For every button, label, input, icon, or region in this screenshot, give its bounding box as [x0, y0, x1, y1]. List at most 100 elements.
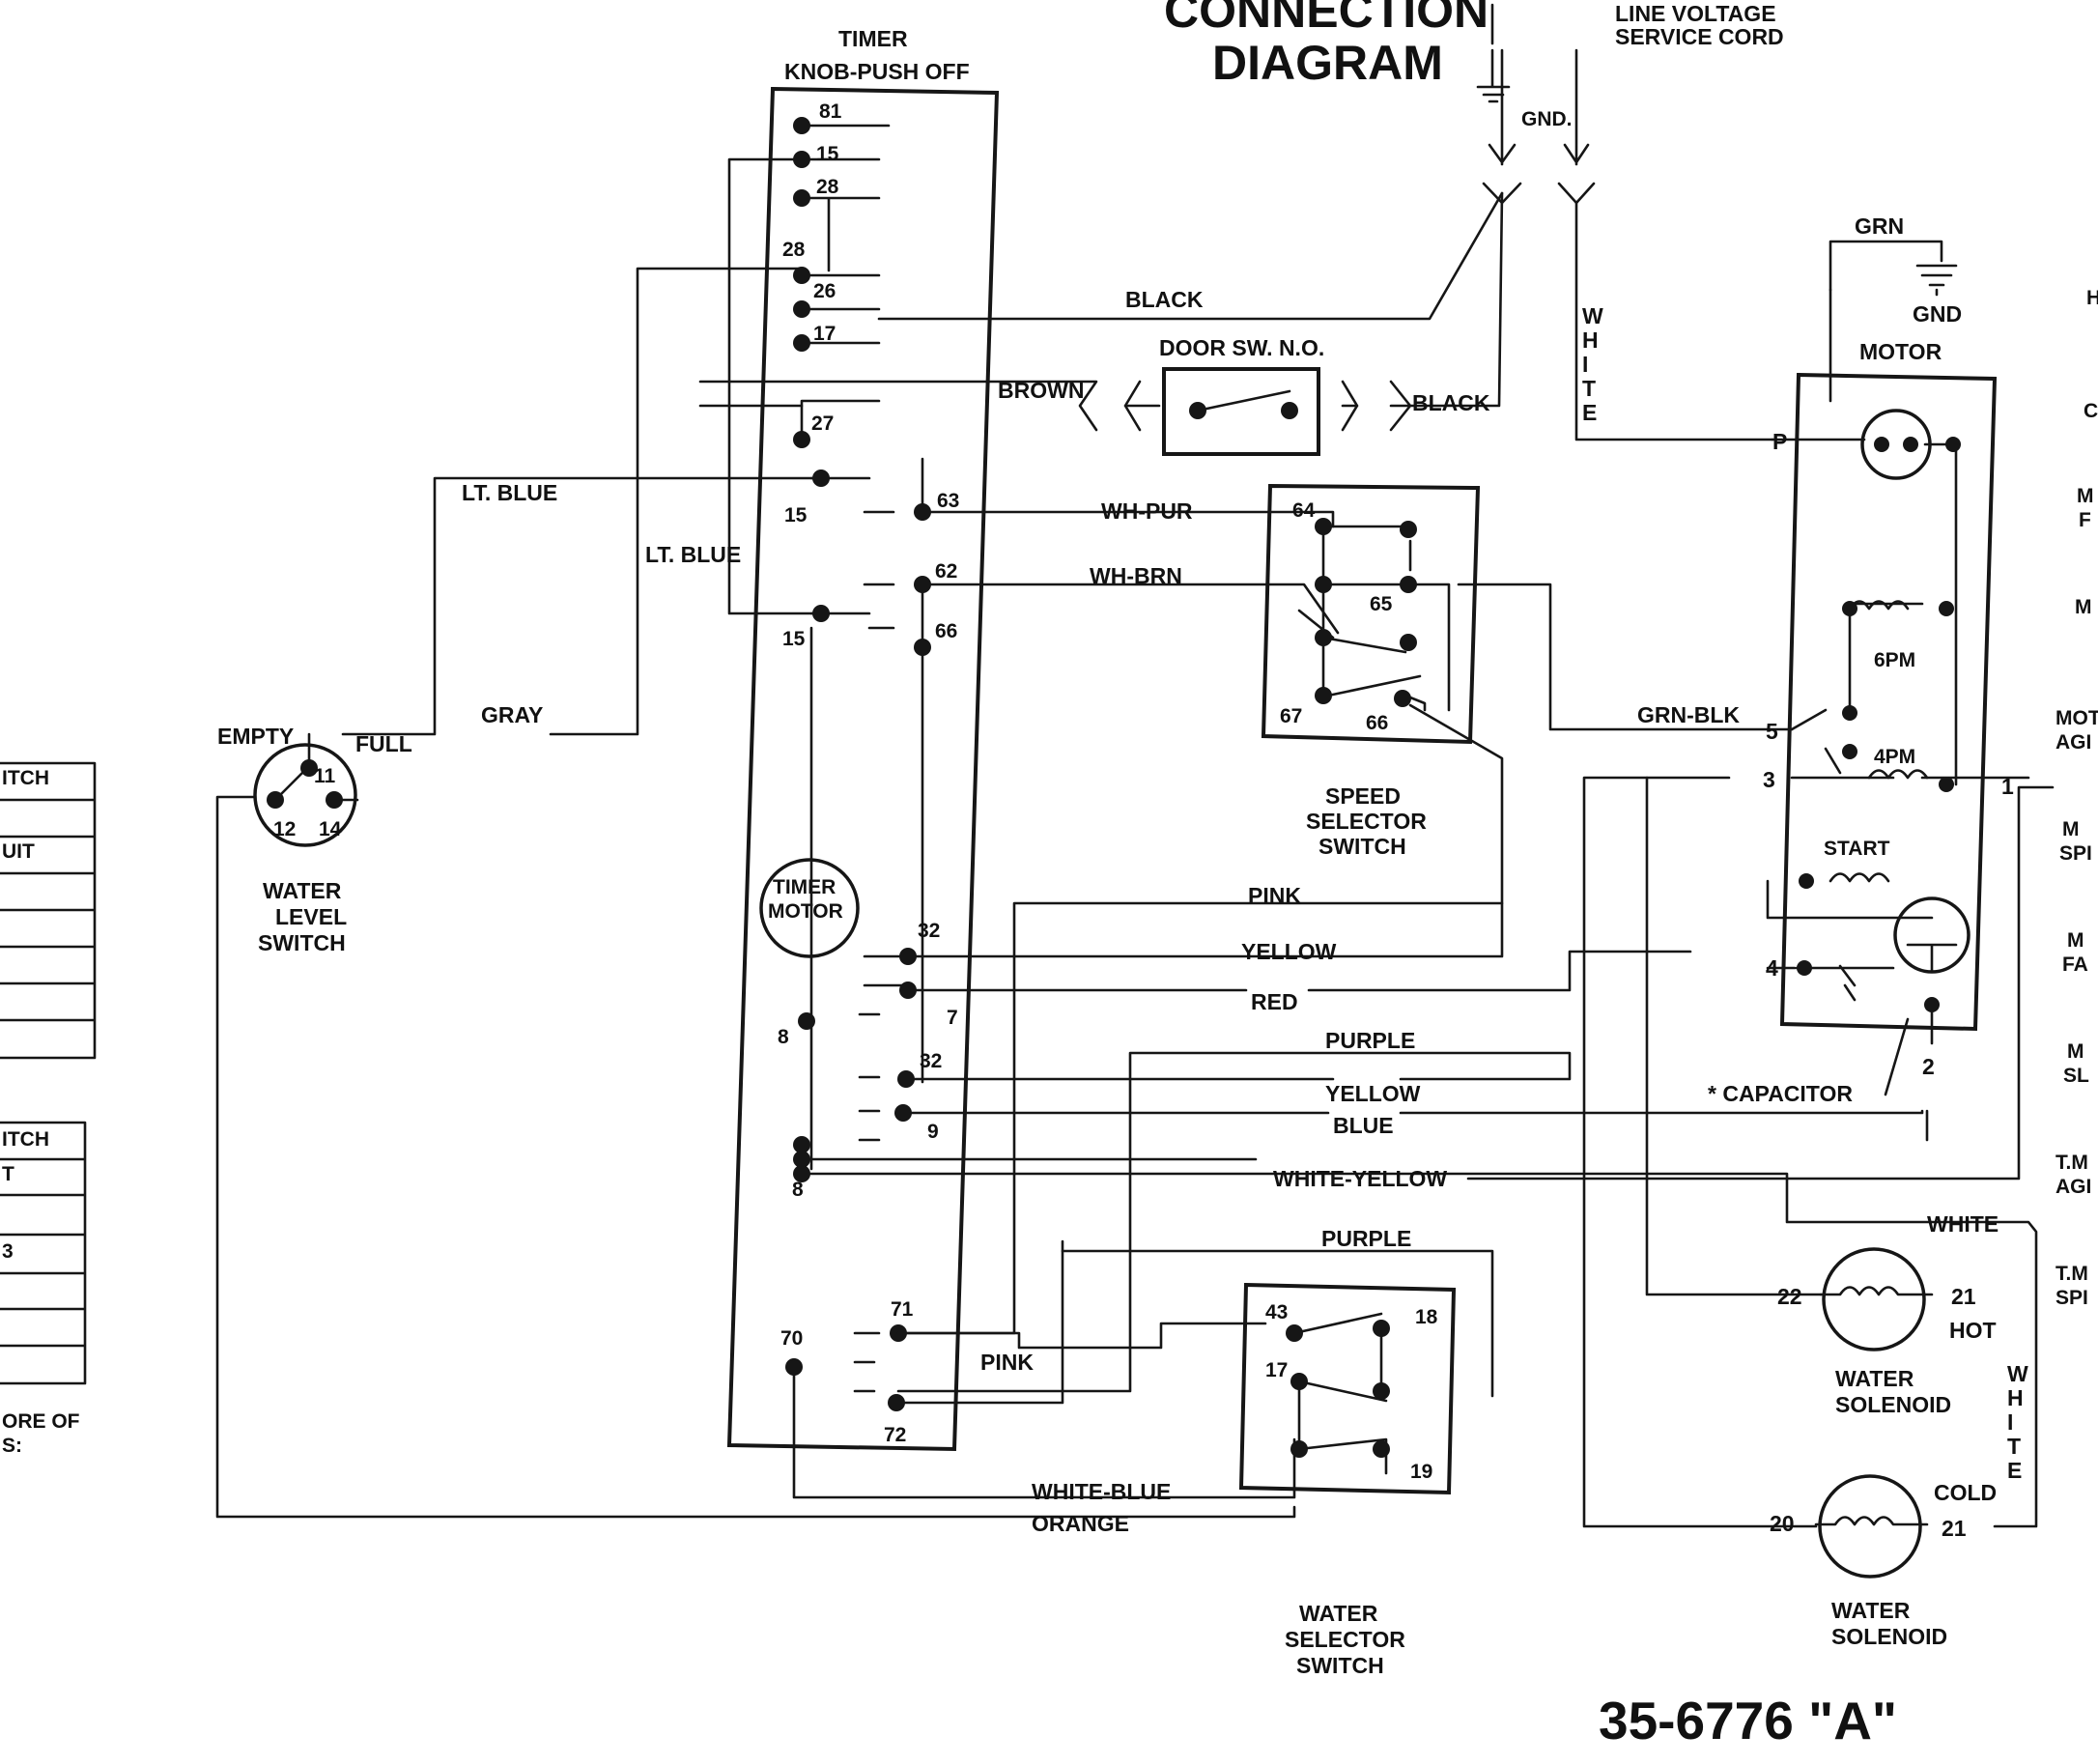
diagram-label: M	[2075, 596, 2092, 618]
diagram-label: E	[2007, 1458, 2022, 1483]
diagram-label: LEVEL	[275, 904, 347, 929]
wire-white-blue	[792, 1365, 1296, 1499]
terminal-dot	[1842, 705, 1857, 721]
diagram-label: ORE OF	[2, 1410, 80, 1433]
title-line2: DIAGRAM	[1212, 36, 1443, 90]
terminal-dot	[1373, 1382, 1390, 1400]
diagram-label: 72	[884, 1424, 906, 1446]
diagram-label: 6PM	[1874, 649, 1915, 671]
diagram-label: BLUE	[1333, 1113, 1394, 1138]
diagram-label: 12	[273, 818, 296, 840]
diagram-label: UIT	[2, 840, 35, 863]
diagram-label: W	[2007, 1361, 2028, 1386]
diagram-label: E	[1582, 400, 1597, 425]
terminal-dot	[1939, 777, 1954, 792]
diagram-label: H	[1582, 327, 1599, 353]
diagram-label: AGI	[2055, 1176, 2091, 1198]
speed-selector-switch: 64 65 67 66 SPEED SELECTOR SWITCH	[1261, 483, 1481, 859]
terminal-dot	[1400, 576, 1417, 593]
terminal-dot	[1797, 960, 1812, 976]
diagram-title: CONNECTION DIAGRAM	[1164, 0, 1488, 90]
timer-internal	[800, 124, 924, 1393]
terminal-dot	[793, 334, 810, 352]
diagram-label: 9	[927, 1121, 939, 1143]
diagram-label: PURPLE	[1321, 1226, 1411, 1251]
ground-label: GND.	[1521, 108, 1573, 130]
hot-water-solenoid: 22 21 HOT WATER SOLENOID	[1777, 1247, 1997, 1417]
wire-black	[877, 191, 1504, 321]
terminal-dot	[1822, 1247, 1926, 1351]
terminal-dot	[798, 1012, 815, 1030]
diagram-line	[1884, 1003, 1934, 1142]
motor: MOTOR 6PM 4PM START P 5 3 4 1 2 * CAPACI…	[1708, 288, 2030, 1142]
diagram-line	[1819, 1286, 1934, 1296]
diagram-label: SL	[2063, 1065, 2089, 1087]
diagram-label: WH-BRN	[1090, 563, 1182, 588]
wire-to-water-selector	[894, 1239, 1064, 1405]
diagram-label: 8	[778, 1026, 789, 1048]
diagram-label: 22	[1777, 1284, 1802, 1309]
diagram-label: PURPLE	[1325, 1028, 1415, 1053]
diagram-label: 3	[2, 1240, 14, 1263]
water-selector-switch: 43 18 17 19 WATER SELECTOR SWITCH	[1238, 1282, 1457, 1678]
diagram-label: WATER	[263, 878, 342, 903]
timer: TIMER KNOB-PUSH OFF TIMER MOTOR 81 15 28…	[726, 26, 1000, 1452]
diagram-label: 28	[782, 239, 806, 261]
diagram-label: WATER	[1299, 1601, 1378, 1626]
diagram-label: LT. BLUE	[645, 542, 741, 567]
diagram-label: 21	[1942, 1516, 1967, 1541]
terminal-dot	[1842, 601, 1857, 616]
diagram-label: M	[2077, 485, 2094, 507]
wire-lt-blue-1	[341, 476, 823, 736]
wire-wh-brn	[921, 583, 1340, 635]
terminal-dot	[1945, 437, 1961, 452]
wire-wh-pur	[921, 510, 1335, 528]
terminal-dot	[1290, 1373, 1308, 1390]
diagram-label: FA	[2062, 953, 2088, 976]
terminal-dot	[1189, 402, 1206, 419]
diagram-label: H	[2007, 1385, 2024, 1410]
terminal-dot	[1315, 576, 1332, 593]
wire-white	[800, 1172, 2038, 1528]
diagram-label: SELECTOR	[1306, 809, 1427, 834]
diagram-label: * CAPACITOR	[1708, 1081, 1853, 1106]
terminal-dot	[793, 1136, 810, 1153]
diagram-label: GRAY	[481, 702, 543, 727]
cold-water-solenoid: 20 21 COLD WATER SOLENOID	[1770, 1474, 1997, 1649]
diagram-label: 15	[782, 628, 806, 650]
left-legend-fragment: ITCH UIT ITCH T 3 ORE OF S:	[0, 761, 97, 1457]
diagram-line	[1162, 367, 1320, 456]
title-line1: CONNECTION	[1164, 0, 1488, 38]
service-cord: LINE VOLTAGE SERVICE CORD GND.	[1476, 1, 1784, 205]
diagram-label: 65	[1370, 593, 1393, 615]
diagram-label: 67	[1280, 705, 1302, 727]
diagram-label: 4PM	[1874, 746, 1915, 768]
diagram-label: SPI	[2059, 842, 2092, 865]
timer-motor-label-2: MOTOR	[768, 900, 843, 923]
diagram-label: 15	[816, 143, 839, 165]
diagram-label: 28	[816, 176, 839, 198]
diagram-label: GRN	[1855, 213, 1904, 239]
diagram-label: 20	[1770, 1511, 1795, 1536]
diagram-label: HOT	[1949, 1318, 1997, 1343]
timer-motor-label-1: TIMER	[773, 876, 836, 898]
diagram-label: M	[2067, 929, 2084, 952]
diagram-label: GND	[1913, 301, 1962, 327]
diagram-label: 11	[314, 765, 336, 787]
diagram-label: 26	[813, 280, 836, 302]
diagram-label: 66	[935, 620, 957, 642]
terminal-dot	[1281, 402, 1298, 419]
diagram-label: WHITE-YELLOW	[1273, 1166, 1447, 1191]
diagram-label: PINK	[980, 1350, 1034, 1375]
wire-purple2	[1061, 1249, 1494, 1398]
terminal-dot	[1400, 521, 1417, 538]
white-vertical-label-2: W H I T E	[2007, 1361, 2028, 1483]
diagram-line	[1292, 1312, 1388, 1475]
diagram-label: WATER	[1835, 1366, 1914, 1391]
diagram-label: 2	[1922, 1054, 1935, 1079]
wire-yellow2-purple	[896, 1051, 1572, 1393]
diagram-label: WH-PUR	[1101, 498, 1193, 524]
diagram-line	[1766, 288, 2030, 1002]
timer-contacts	[785, 117, 931, 1411]
